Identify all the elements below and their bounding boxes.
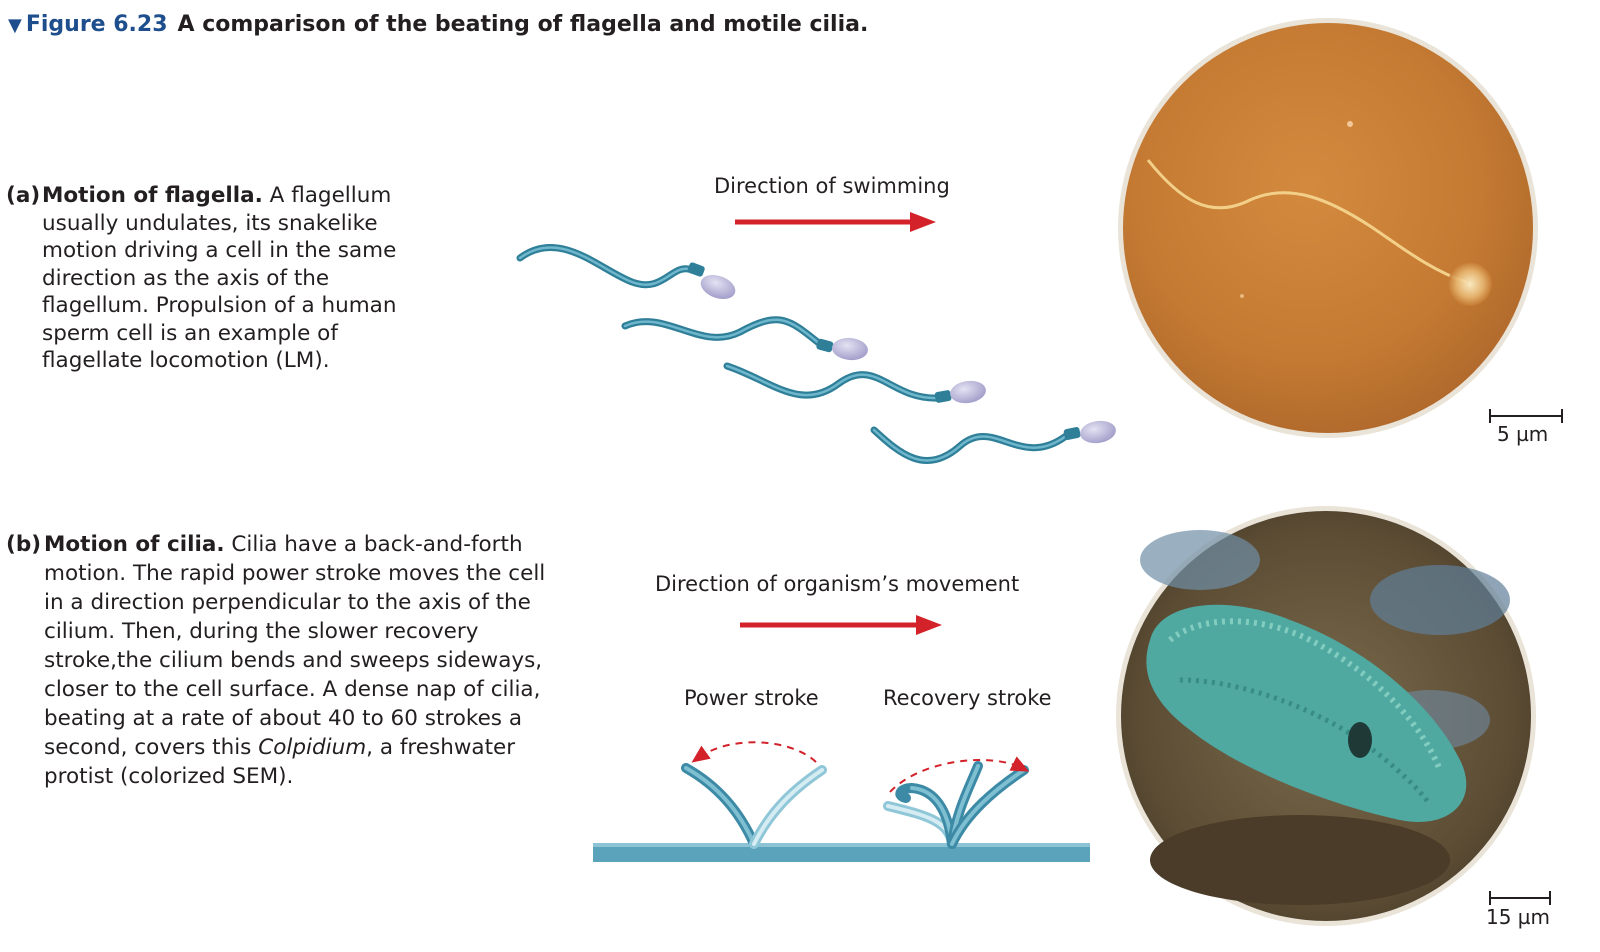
panel-b-caption: (b) Motion of cilia. Cilia have a back-a… [6, 530, 566, 791]
panel-b-letter: (b) [6, 532, 42, 557]
scale-bar-5um [1489, 409, 1563, 423]
figure-header: ▼Figure 6.23 A comparison of the beating … [8, 12, 868, 37]
scale-bar-label-5um: 5 µm [1497, 422, 1549, 446]
triangle-marker-icon: ▼ [8, 15, 22, 36]
panel-a-heading: Motion of flagella. [42, 183, 263, 208]
panel-b-italic-term: Colpidium [258, 735, 367, 760]
figure-title: A comparison of the beating of flagella … [177, 12, 869, 37]
swimming-direction-label: Direction of swimming [714, 174, 950, 198]
movement-direction-arrow [740, 615, 942, 635]
sperm-cell-1 [516, 243, 736, 300]
sperm-cell-4 [870, 420, 1116, 464]
scale-bar-15um [1489, 891, 1551, 905]
recovery-stroke-label: Recovery stroke [883, 686, 1052, 710]
sperm-cell-3 [723, 362, 986, 404]
panel-b-text: Cilia have a back-and-forth motion. The … [44, 532, 546, 760]
flagella-micrograph [1118, 18, 1538, 438]
panel-a-letter: (a) [6, 183, 41, 208]
recovery-stroke-cilia [883, 756, 1030, 849]
panel-b-text-end: , a freshwater protist (colorized SEM). [44, 735, 516, 789]
sperm-cell-2 [621, 316, 868, 361]
power-stroke-cilia [681, 741, 827, 849]
panel-a-text: A flagellum usually undulates, its snake… [42, 183, 397, 373]
scale-bar-label-15um: 15 µm [1486, 905, 1551, 929]
panel-a-caption: (a) Motion of flagella. A flagellum usua… [6, 182, 436, 375]
swimming-direction-arrow [735, 212, 936, 232]
power-stroke-label: Power stroke [684, 686, 819, 710]
cell-surface [593, 843, 1090, 862]
movement-direction-label: Direction of organism’s movement [655, 572, 1020, 596]
cilia-sem-micrograph [1116, 506, 1536, 926]
panel-b-heading: Motion of cilia. [44, 532, 225, 557]
figure-number: Figure 6.23 [25, 12, 168, 37]
